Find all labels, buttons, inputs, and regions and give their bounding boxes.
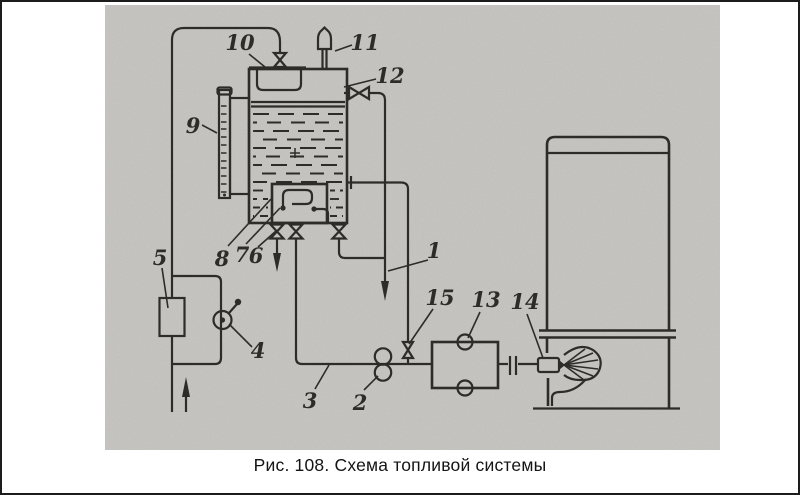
part-label-7: 7: [235, 242, 250, 267]
heating-coil-8: [270, 182, 330, 225]
drain-arrow: [273, 238, 281, 272]
part-label-9: 9: [186, 113, 201, 138]
part-label-1: 1: [427, 238, 442, 263]
part-label-15: 15: [425, 285, 454, 310]
part-label-8: 8: [214, 246, 230, 271]
leader-lines: [161, 44, 544, 391]
paper-grain: [105, 5, 720, 450]
union-coupling: [498, 356, 538, 375]
part-label-10: 10: [225, 30, 255, 55]
valve-4: [212, 298, 242, 331]
part-label-12: 12: [375, 63, 404, 88]
overflow-line-1: [337, 85, 389, 301]
part-labels: 10 11 12 9 5 8 7 6 4 3 2 1 15 13 14: [153, 30, 540, 415]
figure-caption: Рис. 108. Схема топливой системы: [253, 455, 547, 475]
suction-line-3: [294, 238, 432, 366]
gear-pump-2: [373, 347, 393, 382]
fuel-level-dashes: [253, 113, 343, 217]
component-5-box: [158, 296, 186, 338]
spray-fan: [550, 345, 602, 406]
valve-15: [401, 340, 415, 364]
part-label-14: 14: [510, 289, 539, 314]
fuel-system-schematic: 10 11 12 9 5 8 7 6 4 3 2 1 15 13 14: [105, 5, 720, 450]
part-label-4: 4: [251, 338, 266, 363]
part-label-6: 6: [249, 243, 264, 268]
filler-valve: [271, 51, 289, 69]
part-label-2: 2: [352, 390, 368, 415]
burner-nozzle-14: [536, 356, 565, 374]
part-label-5: 5: [153, 245, 168, 270]
scanned-figure: 10 11 12 9 5 8 7 6 4 3 2 1 15 13 14: [105, 5, 720, 450]
breather-cap-11: [316, 25, 333, 69]
tank-tap-line: [348, 176, 410, 342]
furnace-boiler: [533, 135, 680, 410]
level-gauge-9: [216, 86, 251, 200]
part-label-13: 13: [471, 287, 500, 312]
part-label-3: 3: [303, 388, 318, 413]
part-label-11: 11: [350, 30, 379, 55]
flow-arrow-up: [182, 377, 190, 412]
